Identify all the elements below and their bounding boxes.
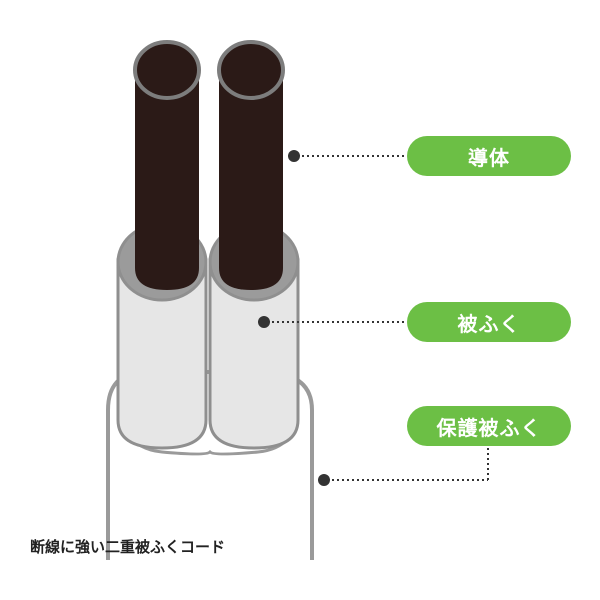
conductor-left	[133, 40, 201, 290]
conductor-right-top	[217, 40, 285, 100]
conductor-right	[217, 40, 285, 290]
label-insulation: 被ふく	[407, 302, 571, 342]
caption: 断線に強い二重被ふくコード	[30, 538, 226, 556]
leader-sheath	[318, 448, 489, 486]
conductor-left-top	[133, 40, 201, 100]
leader-conductor	[288, 150, 404, 162]
leader-insulation	[258, 316, 404, 328]
label-protective-sheath: 保護被ふく	[407, 406, 571, 446]
label-conductor: 導体	[407, 136, 571, 176]
